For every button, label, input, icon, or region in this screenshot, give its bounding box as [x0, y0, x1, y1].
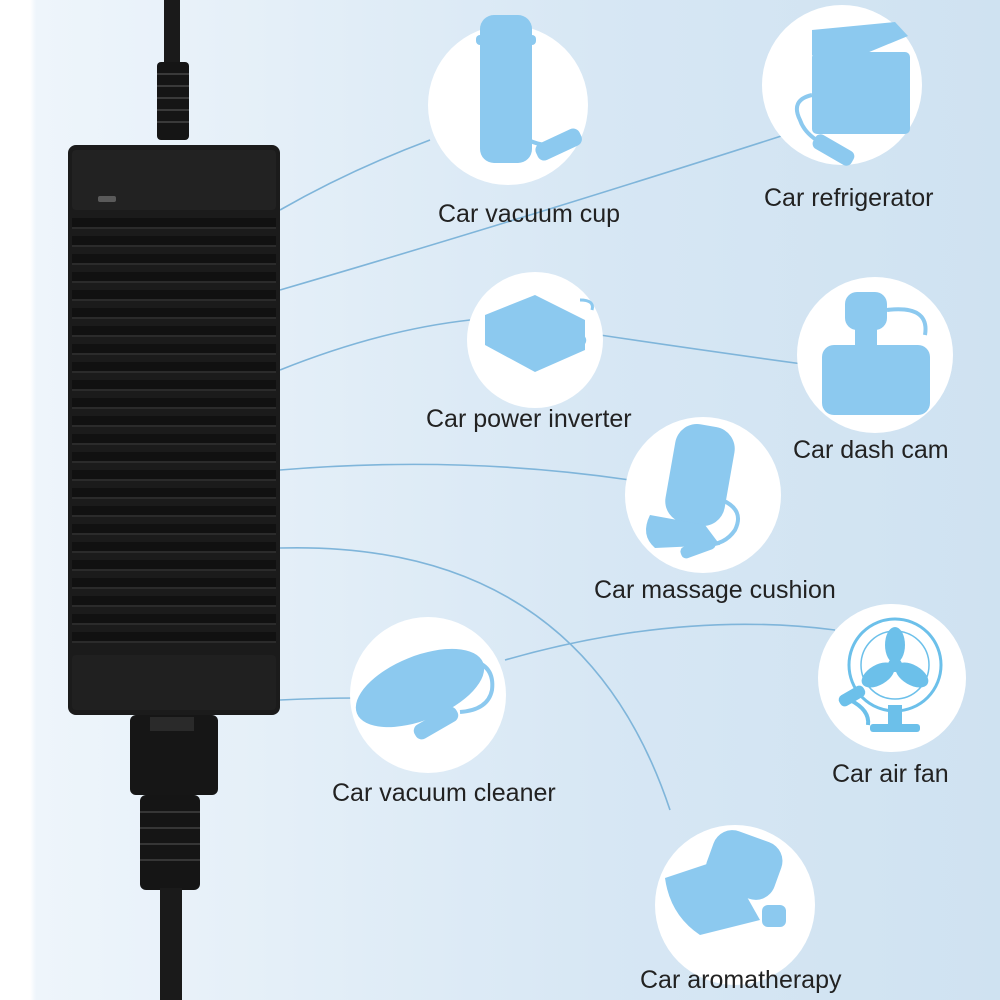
power-cable-top — [157, 0, 189, 140]
cooling-fin — [72, 524, 276, 533]
cooling-fin — [72, 470, 276, 479]
cooling-fin — [72, 542, 276, 551]
cooling-fin — [72, 380, 276, 389]
cooling-fin — [72, 362, 276, 371]
connector-line — [279, 547, 671, 811]
cooling-fin — [72, 596, 276, 605]
led-indicator — [98, 196, 116, 202]
cooling-fin — [72, 560, 276, 569]
fan-icon — [838, 617, 943, 732]
cooling-fin — [72, 614, 276, 623]
cooling-fin — [72, 416, 276, 425]
device-vacuum-cleaner — [350, 617, 506, 773]
device-dash-cam — [797, 277, 953, 433]
connector-lines — [279, 129, 836, 811]
cooling-fin — [72, 254, 276, 263]
dash-cam-icon — [822, 292, 930, 415]
connector-line — [599, 334, 811, 366]
massage-cushion-icon — [646, 424, 740, 559]
cooling-fin — [72, 272, 276, 281]
connector-line — [279, 319, 471, 371]
device-air-fan — [818, 604, 966, 752]
cooling-fin — [72, 308, 276, 317]
label-aromatherapy: Car aromatherapy — [640, 966, 842, 994]
cooling-fin — [72, 488, 276, 497]
cooling-fin — [72, 344, 276, 353]
label-power-inverter: Car power inverter — [426, 405, 632, 433]
device-aromatherapy — [655, 825, 815, 985]
refrigerator-icon — [795, 22, 910, 166]
device-vacuum-cup — [428, 15, 588, 185]
connector-line — [279, 463, 631, 481]
cooling-fin — [72, 434, 276, 443]
cooling-fin — [72, 290, 276, 299]
vacuum-cup-icon — [476, 15, 582, 163]
device-massage-cushion — [625, 417, 781, 573]
connector-line — [279, 129, 801, 291]
cooling-fins — [72, 218, 276, 643]
label-vacuum-cleaner: Car vacuum cleaner — [332, 779, 556, 807]
power-inverter-icon — [485, 295, 594, 372]
label-refrigerator: Car refrigerator — [764, 184, 934, 212]
label-vacuum-cup: Car vacuum cup — [438, 200, 621, 228]
label-massage-cushion: Car massage cushion — [594, 576, 836, 604]
aromatherapy-icon — [665, 830, 786, 935]
power-adapter — [68, 145, 280, 715]
label-air-fan: Car air fan — [832, 760, 949, 788]
cooling-fin — [72, 578, 276, 587]
cooling-fin — [72, 398, 276, 407]
label-dash-cam: Car dash cam — [793, 436, 949, 464]
cooling-fin — [72, 236, 276, 245]
cooling-fin — [72, 218, 276, 227]
power-cable-bottom — [130, 715, 218, 1000]
vacuum-cleaner-icon — [355, 648, 495, 740]
cooling-fin — [72, 506, 276, 515]
device-power-inverter — [467, 272, 603, 408]
connector-line — [504, 623, 836, 661]
cooling-fin — [72, 632, 276, 641]
cooling-fin — [72, 452, 276, 461]
device-refrigerator — [762, 5, 922, 166]
connector-line — [279, 697, 361, 701]
connector-line — [279, 139, 431, 211]
cooling-fin — [72, 326, 276, 335]
